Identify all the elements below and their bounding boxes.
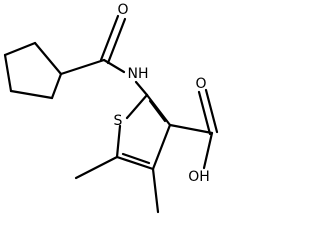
bond bbox=[115, 124, 122, 159]
atom-label-oxygen-amide: O bbox=[117, 2, 128, 18]
bond bbox=[202, 131, 214, 170]
molecule-structure: O NH S O OH bbox=[3, 2, 219, 214]
bond bbox=[3, 41, 37, 57]
bond bbox=[50, 72, 63, 100]
bond bbox=[115, 155, 155, 171]
atom-label-hydroxyl: OH bbox=[188, 169, 210, 185]
double-bond bbox=[99, 14, 120, 62]
bond bbox=[125, 93, 149, 120]
bond bbox=[33, 41, 63, 76]
atom-label-sulfur: S bbox=[114, 113, 123, 129]
atom-label-oxygen-acid: O bbox=[195, 76, 206, 92]
bond bbox=[134, 80, 149, 97]
double-bond bbox=[197, 90, 212, 136]
carboxylic-acid-group bbox=[168, 88, 219, 170]
double-bond bbox=[148, 99, 167, 123]
bond bbox=[102, 58, 126, 74]
methyl-groups bbox=[74, 155, 160, 214]
bond bbox=[168, 123, 214, 135]
methyl-bond bbox=[74, 155, 119, 180]
bond bbox=[3, 53, 13, 93]
cyclopentane-ring bbox=[3, 41, 63, 100]
amide-group bbox=[59, 14, 149, 97]
double-bond bbox=[204, 88, 219, 134]
thiophene-ring bbox=[115, 93, 172, 171]
bond bbox=[145, 93, 172, 127]
methyl-bond bbox=[151, 167, 160, 214]
atom-label-nh: NH bbox=[128, 66, 149, 82]
double-bond bbox=[121, 152, 151, 165]
double-bond bbox=[106, 17, 127, 65]
bond bbox=[151, 123, 172, 171]
bond bbox=[59, 58, 106, 76]
bond bbox=[9, 89, 54, 100]
